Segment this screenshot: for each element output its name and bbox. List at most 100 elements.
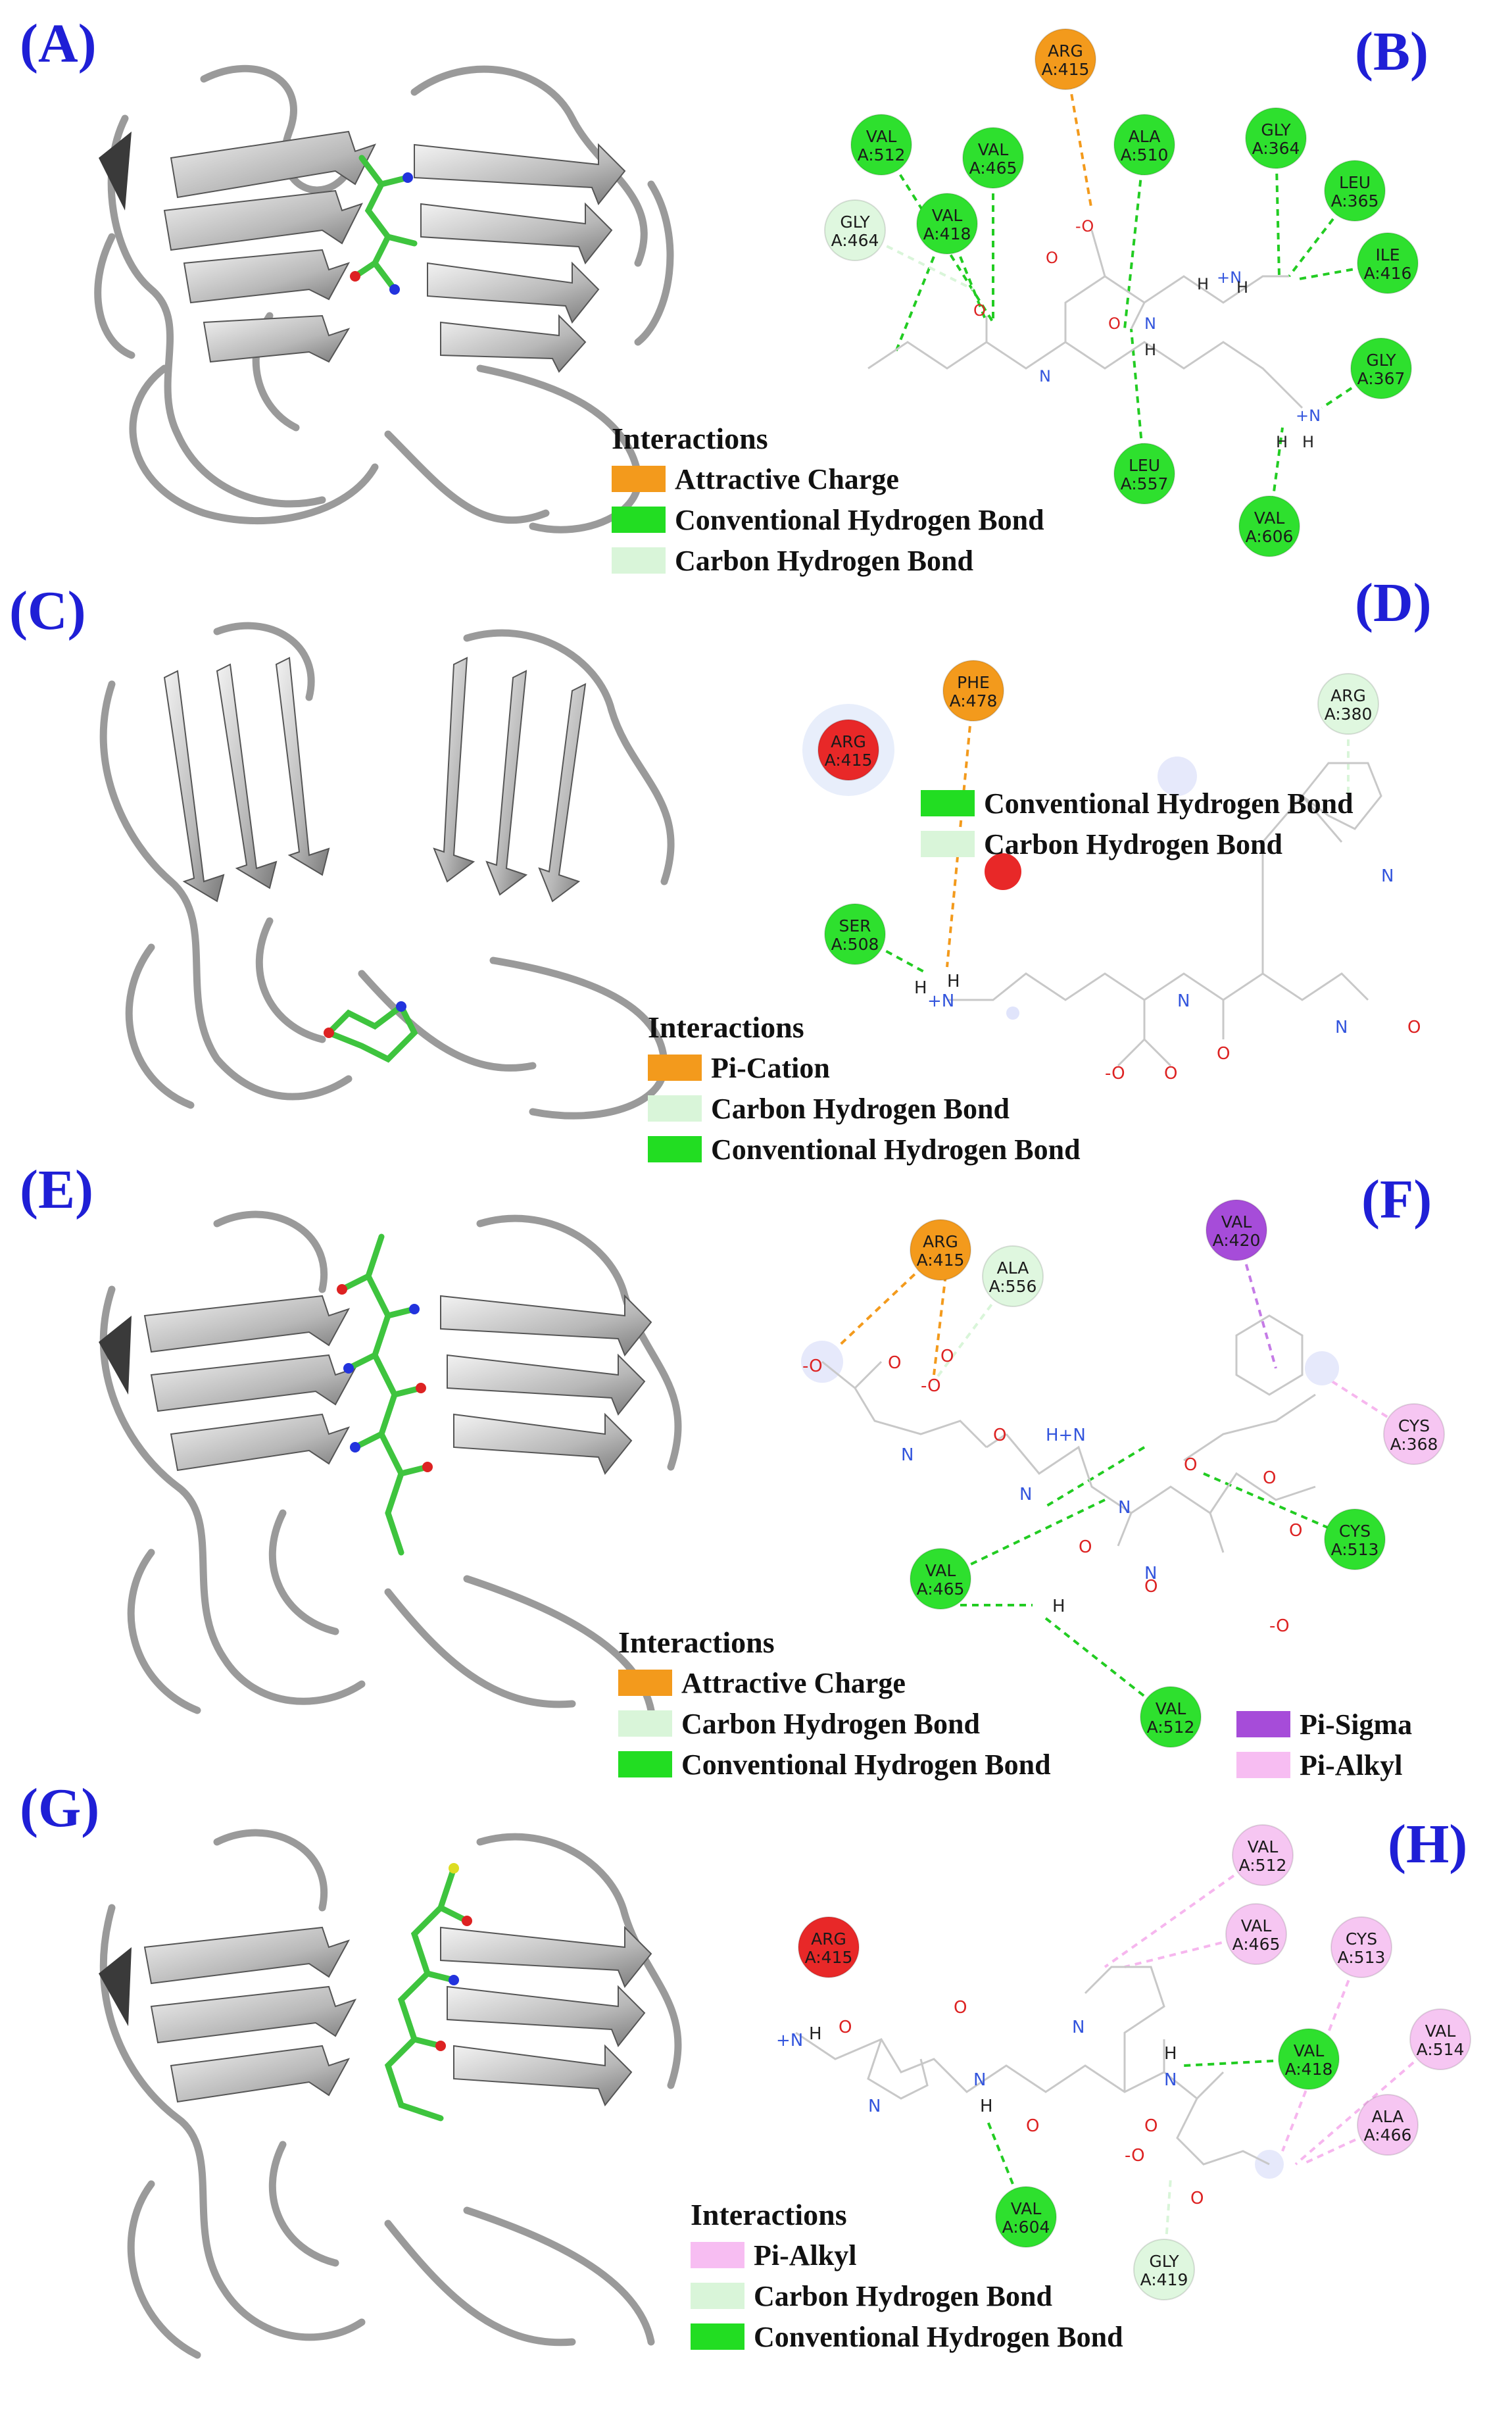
residue-name: ARG <box>1330 686 1366 705</box>
svg-text:O: O <box>1164 1064 1177 1083</box>
svg-text:+N: +N <box>776 2031 803 2050</box>
legend-d-item-1: Pi-Cation <box>711 1051 830 1084</box>
svg-text:-O: -O <box>921 1376 941 1396</box>
residue-id: A:508 <box>831 935 879 954</box>
svg-text:N: N <box>1019 1485 1032 1504</box>
svg-text:H+N: H+N <box>1046 1426 1086 1445</box>
legend-b: Interactions Attractive Charge Conventio… <box>612 421 1044 581</box>
protein-structure-a <box>94 64 674 534</box>
legend-d-inline-item-1: Conventional Hydrogen Bond <box>984 787 1353 820</box>
legend-h-title: Interactions <box>691 2198 847 2231</box>
svg-text:H: H <box>809 2024 822 2044</box>
svg-text:-O: -O <box>802 1356 823 1376</box>
residue-name: VAL <box>925 1561 956 1580</box>
svg-text:O: O <box>1079 1537 1092 1557</box>
svg-text:-O: -O <box>1269 1616 1290 1636</box>
svg-text:H: H <box>1276 433 1288 451</box>
legend-swatch-pi-cation <box>648 1055 702 1081</box>
residue-id: A:418 <box>1285 2060 1333 2079</box>
residue-name: VAL <box>1241 1916 1272 1935</box>
svg-text:H: H <box>1197 275 1209 293</box>
ligand-skeleton-d <box>947 762 1382 1067</box>
residue-name: VAL <box>1011 2199 1042 2218</box>
panel-label-f: (F) <box>1361 1169 1432 1230</box>
residue-name: VAL <box>1221 1212 1252 1231</box>
panel-label-b: (B) <box>1355 21 1428 82</box>
panel-label-a: (A) <box>20 13 97 74</box>
residue-name: GLY <box>840 212 870 232</box>
legend-h-item-3: Conventional Hydrogen Bond <box>754 2320 1123 2353</box>
svg-text:O: O <box>888 1353 901 1373</box>
svg-text:O: O <box>1407 1018 1421 1037</box>
svg-text:N: N <box>1381 866 1394 886</box>
residue-id: A:415 <box>825 751 873 770</box>
residue-id: A:415 <box>917 1251 965 1270</box>
legend-swatch-pi-alkyl-h <box>691 2242 744 2268</box>
svg-text:N: N <box>901 1445 914 1465</box>
legend-swatch-conventional-hbond <box>612 507 666 533</box>
legend-b-title: Interactions <box>612 422 768 455</box>
legend-swatch-carbon-hbond-d <box>648 1095 702 1122</box>
svg-text:H: H <box>1236 278 1248 297</box>
legend-f-extra-item-2: Pi-Alkyl <box>1300 1749 1403 1781</box>
svg-text:O: O <box>1108 314 1121 333</box>
svg-text:O: O <box>993 1426 1006 1445</box>
residue-name: ARG <box>923 1232 958 1251</box>
legend-h-item-2: Carbon Hydrogen Bond <box>754 2279 1052 2312</box>
residue-id: A:514 <box>1417 2040 1465 2059</box>
svg-text:O: O <box>839 2018 852 2037</box>
legend-swatch-conventional-hbond-d <box>648 1136 702 1162</box>
svg-text:H: H <box>1302 433 1314 451</box>
svg-text:H: H <box>1164 2044 1177 2064</box>
residue-id: A:606 <box>1246 527 1294 546</box>
legend-swatch-pi-sigma <box>1236 1711 1290 1737</box>
panel-label-g: (G) <box>20 1777 100 1839</box>
residue-name: ALA <box>1129 127 1161 146</box>
residue-id: A:415 <box>805 1948 853 1967</box>
legend-d-title: Interactions <box>648 1010 804 1044</box>
residue-id: A:513 <box>1331 1540 1379 1559</box>
legend-swatch-carbon-hbond-f <box>618 1710 672 1737</box>
residue-id: A:367 <box>1357 369 1405 388</box>
svg-text:O: O <box>1144 2116 1158 2136</box>
legend-f-title: Interactions <box>618 1626 775 1659</box>
ligand-g <box>384 1863 472 2122</box>
svg-text:+N: +N <box>1217 268 1242 287</box>
residue-id: A:604 <box>1002 2218 1050 2237</box>
svg-text:O: O <box>1144 1577 1158 1597</box>
residue-name: ILE <box>1375 245 1400 264</box>
legend-d-inline: Conventional Hydrogen Bond Carbon Hydrog… <box>921 783 1353 864</box>
legend-swatch-conventional-hbond-d-inline <box>921 790 975 816</box>
svg-text:O: O <box>1263 1468 1276 1488</box>
residue-name: VAL <box>1254 509 1285 528</box>
residue-id: A:557 <box>1121 474 1169 493</box>
residue-name: GLY <box>1366 351 1396 370</box>
ligand-e <box>337 1233 433 1556</box>
legend-swatch-conventional-hbond-h <box>691 2323 744 2350</box>
legend-d-item-2: Carbon Hydrogen Bond <box>711 1092 1010 1125</box>
ligand-skeleton-h <box>795 1966 1270 2166</box>
residue-name: CYS <box>1398 1416 1430 1435</box>
residue-name: ARG <box>831 732 866 751</box>
legend-b-item-1: Attractive Charge <box>675 462 899 495</box>
residue-id: A:465 <box>1232 1935 1280 1954</box>
residue-name: VAL <box>1294 2041 1325 2060</box>
